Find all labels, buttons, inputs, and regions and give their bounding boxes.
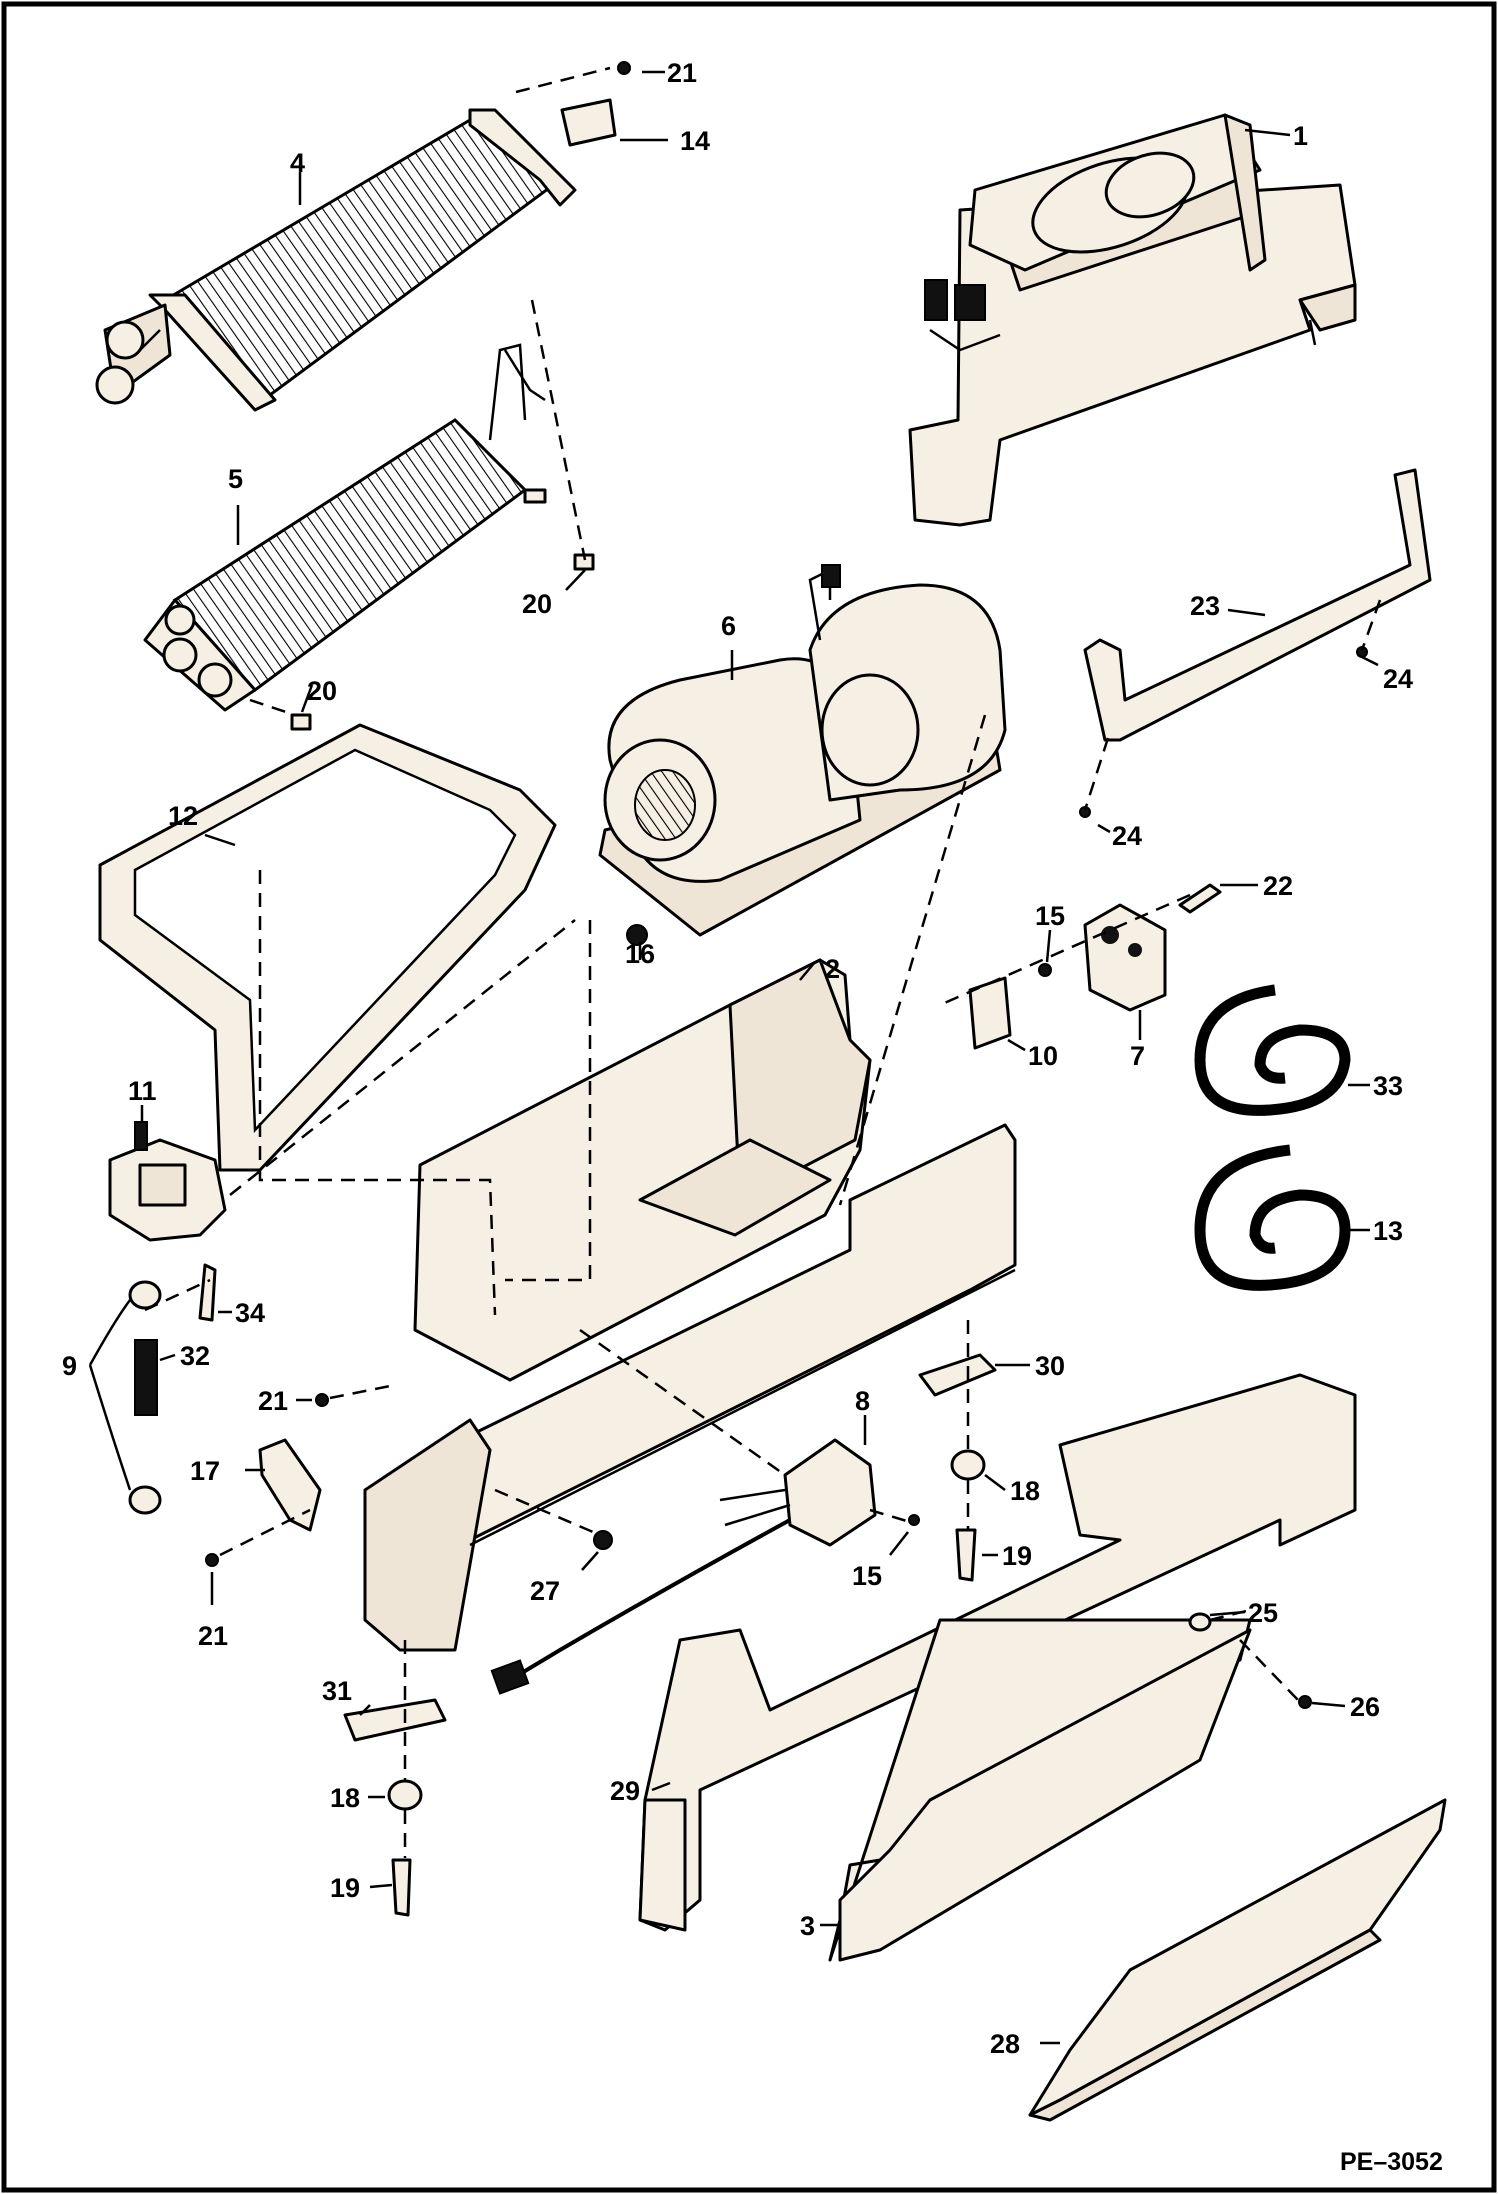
- callout-18-left: 18: [330, 1783, 360, 1813]
- part-12-seal-frame: [98, 723, 557, 1172]
- callout-3: 3: [800, 1911, 815, 1941]
- callout-12: 12: [168, 801, 198, 831]
- callout-15-upper: 15: [1035, 901, 1065, 931]
- callout-24-upper: 24: [1383, 664, 1413, 694]
- callout-1: 1: [1293, 121, 1308, 151]
- part-14-clip: [560, 98, 617, 147]
- callout-20-lower: 20: [307, 676, 337, 706]
- part-33-hose-coil: [1194, 984, 1351, 1116]
- callout-30: 30: [1035, 1351, 1065, 1381]
- part-27-plug: [593, 1530, 613, 1550]
- part-9-tube-assembly: [128, 1263, 217, 1515]
- callout-24-lower: 24: [1112, 821, 1142, 851]
- part-7-valve-block: [1083, 883, 1222, 1012]
- part-4-evaporator-coil: [95, 108, 577, 412]
- figure-code: PE–3052: [1340, 2148, 1443, 2176]
- part-17-bracket: [258, 1438, 322, 1532]
- part-25-washer: [1188, 1612, 1212, 1632]
- callout-27: 27: [530, 1576, 560, 1606]
- callout-21-bottom: 21: [198, 1621, 228, 1651]
- callout-18-right: 18: [1010, 1476, 1040, 1506]
- part-18-mount-left: [387, 1779, 423, 1811]
- callout-2: 2: [825, 954, 840, 984]
- callout-labels: 21 14 1 4 5 20 20 6 23 24 24 12 22 16 15…: [62, 58, 1413, 2059]
- part-19-foot-left: [391, 1858, 412, 1917]
- fastener-21-bottom: [205, 1553, 219, 1567]
- part-16-plug: [626, 924, 648, 946]
- part-11-actuator: [108, 1121, 227, 1242]
- part-30-bracket: [918, 1353, 997, 1397]
- callout-8: 8: [855, 1386, 870, 1416]
- part-13-hose-coil: [1194, 1144, 1351, 1291]
- part-31-bracket: [343, 1698, 447, 1742]
- callout-15-lower: 15: [852, 1561, 882, 1591]
- callout-19-right: 19: [1002, 1541, 1032, 1571]
- callout-28: 28: [990, 2029, 1020, 2059]
- part-8-actuator-motor: [490, 1438, 877, 1695]
- callout-23: 23: [1190, 591, 1220, 621]
- callout-26: 26: [1350, 1692, 1380, 1722]
- callout-22: 22: [1263, 871, 1293, 901]
- callout-29: 29: [610, 1776, 640, 1806]
- part-5-heater-coil: [143, 343, 547, 712]
- hardware: [205, 61, 1368, 1709]
- callout-5: 5: [228, 464, 243, 494]
- part-15-screw-lower: [908, 1514, 920, 1526]
- part-19-foot-right: [955, 1528, 977, 1582]
- callout-6: 6: [721, 611, 736, 641]
- fastener-21-top: [617, 61, 631, 75]
- leader-lines: [88, 70, 1379, 2045]
- callout-14: 14: [680, 126, 710, 156]
- callout-20-upper: 20: [522, 589, 552, 619]
- callout-7: 7: [1130, 1041, 1145, 1071]
- callout-16: 16: [625, 939, 655, 969]
- callout-21-top: 21: [667, 58, 697, 88]
- part-23-trim-strip: [1083, 468, 1432, 742]
- callout-4: 4: [290, 148, 305, 178]
- callout-11: 11: [128, 1076, 157, 1106]
- callout-21-mid: 21: [258, 1386, 288, 1416]
- part-29-side-panel: [638, 1373, 1357, 1932]
- callout-25: 25: [1248, 1598, 1278, 1628]
- part-1-heater-assembly: [908, 113, 1357, 527]
- callout-33: 33: [1373, 1071, 1403, 1101]
- assembly-lines: [144, 66, 1382, 1858]
- part-15-screw-upper: [1038, 963, 1052, 977]
- part-3-cover-panel: [828, 1618, 1252, 1962]
- part-6-blower: [598, 564, 1007, 937]
- callout-9: 9: [62, 1351, 77, 1381]
- callout-34: 34: [235, 1298, 265, 1328]
- callout-19-left: 19: [330, 1873, 360, 1903]
- callout-31: 31: [322, 1676, 352, 1706]
- callout-10: 10: [1028, 1041, 1058, 1071]
- callout-17: 17: [190, 1456, 220, 1486]
- part-28-cover-panel: [1028, 1798, 1447, 2122]
- part-20-pad-lower: [290, 713, 312, 731]
- callout-13: 13: [1373, 1216, 1403, 1246]
- callout-32: 32: [180, 1341, 210, 1371]
- part-2-housing: [363, 958, 1017, 1652]
- part-26-screw: [1298, 1695, 1312, 1709]
- part-18-mount-right: [950, 1449, 986, 1481]
- fastener-21-mid: [315, 1393, 329, 1407]
